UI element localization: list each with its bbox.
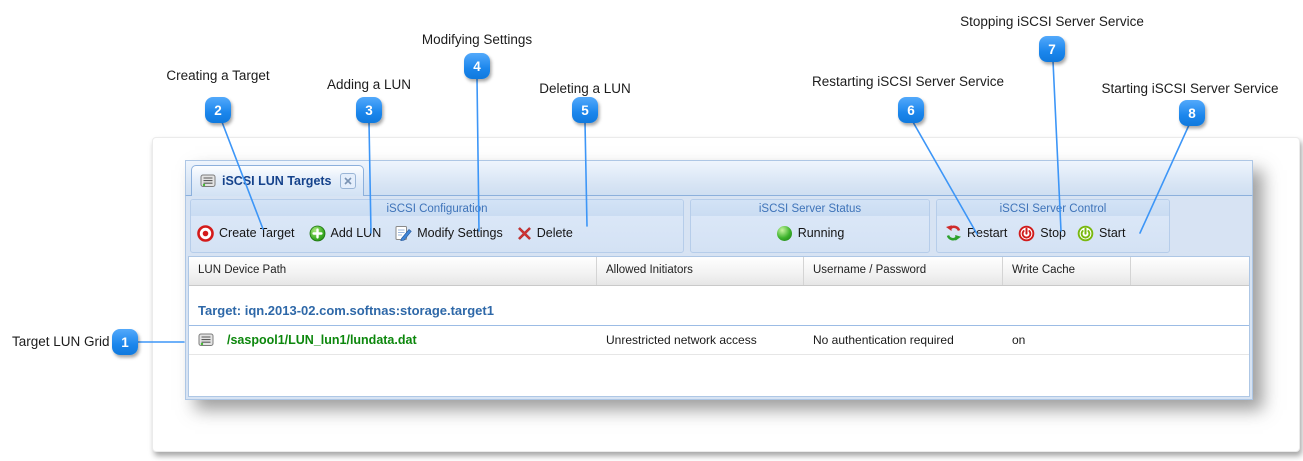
green-orb-icon [776,225,792,241]
toolbar-group-iscsi-configuration: iSCSI Configuration Create Target [190,199,684,253]
grid-body: Target: iqn.2013-02.com.softnas:storage.… [189,286,1249,396]
power-green-icon [1077,225,1094,241]
disk-drive-icon [200,174,216,187]
callout-label-starting-service: Starting iSCSI Server Service [1101,81,1279,96]
create-target-button[interactable]: Create Target [197,224,295,242]
delete-x-icon [517,226,531,240]
edit-settings-icon [395,226,412,241]
close-icon[interactable] [339,173,356,189]
add-icon [309,225,325,241]
add-lun-button[interactable]: Add LUN [309,225,382,242]
button-label: Modify Settings [417,226,503,240]
button-label: Restart [967,226,1008,240]
stop-button[interactable]: Stop [1018,225,1066,242]
target-group-row: Target: iqn.2013-02.com.softnas:storage.… [189,286,1249,326]
power-red-icon [1018,225,1035,241]
target-lun-grid: LUN Device Path Allowed Initiators Usern… [188,256,1250,397]
write-cache-cell: on [1012,333,1026,347]
column-header-username-password[interactable]: Username / Password [804,257,1003,285]
tab-title: iSCSI LUN Targets [222,174,332,188]
callout-badge-2: 2 [205,97,231,123]
callout-label-creating-a-target: Creating a Target [166,68,270,83]
callout-label-stopping-service: Stopping iSCSI Server Service [960,14,1144,29]
tab-iscsi-lun-targets[interactable]: iSCSI LUN Targets [191,165,364,196]
lun-device-path: /saspool1/LUN_lun1/lundata.dat [227,333,417,347]
status-label: Running [797,226,845,240]
button-label: Create Target [219,226,295,240]
restart-button[interactable]: Restart [945,225,1007,241]
lun-table-row[interactable]: /saspool1/LUN_lun1/lundata.dat Unrestric… [189,325,1249,355]
button-label: Stop [1040,226,1067,240]
callout-badge-8: 8 [1179,100,1205,126]
callout-label-adding-a-lun: Adding a LUN [326,77,412,92]
target-icon [197,224,214,242]
toolbar-group-title: iSCSI Server Status [691,200,929,216]
username-password-cell: No authentication required [813,333,954,347]
start-button[interactable]: Start [1077,225,1125,242]
callout-badge-4: 4 [464,53,490,79]
callout-badge-3: 3 [356,97,382,123]
column-header-allowed-initiators[interactable]: Allowed Initiators [597,257,804,285]
toolbar: iSCSI Configuration Create Target [188,196,1250,256]
callout-badge-5: 5 [572,97,598,123]
toolbar-group-title: iSCSI Server Control [937,200,1169,216]
callout-label-restarting-service: Restarting iSCSI Server Service [811,74,1005,89]
callout-label-modifying-settings: Modifying Settings [421,32,533,47]
panel-body: iSCSI Configuration Create Target [185,196,1253,400]
callout-label-target-lun-grid: Target LUN Grid [12,334,110,349]
column-header-filler [1131,257,1249,285]
button-label: Delete [536,226,573,240]
tab-bar: iSCSI LUN Targets [185,160,1253,196]
grid-header: LUN Device Path Allowed Initiators Usern… [189,257,1249,286]
callout-badge-1: 1 [112,329,138,355]
button-label: Start [1099,226,1126,240]
column-header-lun-device-path[interactable]: LUN Device Path [189,257,597,285]
toolbar-group-iscsi-server-status: iSCSI Server Status Running [690,199,930,253]
button-label: Add LUN [330,226,382,240]
lun-device-path-cell: /saspool1/LUN_lun1/lundata.dat [189,333,597,347]
delete-button[interactable]: Delete [517,226,573,241]
callout-label-deleting-a-lun: Deleting a LUN [539,81,631,96]
allowed-initiators-cell: Unrestricted network access [606,333,757,347]
column-header-write-cache[interactable]: Write Cache [1003,257,1131,285]
callout-badge-7: 7 [1039,36,1065,62]
iscsi-lun-targets-panel: iSCSI LUN Targets iSCSI Configuration [185,160,1253,400]
callout-badge-6: 6 [898,97,924,123]
toolbar-group-title: iSCSI Configuration [191,200,683,216]
toolbar-group-iscsi-server-control: iSCSI Server Control Restart [936,199,1170,253]
modify-settings-button[interactable]: Modify Settings [395,225,503,241]
server-status-indicator: Running [776,225,845,242]
restart-arrows-icon [946,225,961,241]
disk-drive-icon [198,333,214,346]
